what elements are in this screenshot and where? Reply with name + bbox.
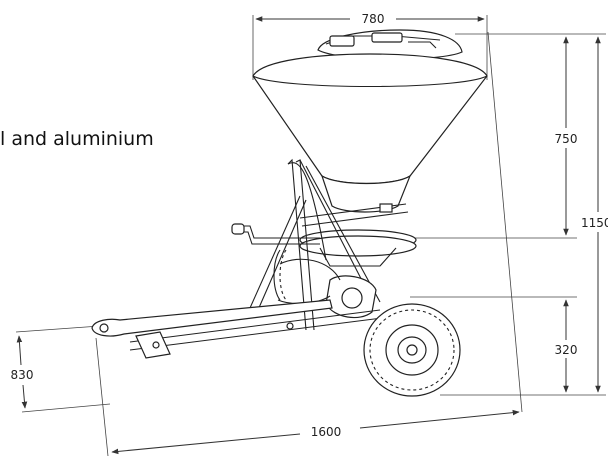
dim-axle-height: 320: [410, 296, 578, 393]
dim-label-1150: 1150: [581, 216, 608, 230]
dim-hitch-height: 830: [11, 325, 111, 413]
caption-text: l and aluminium: [0, 128, 154, 150]
wheel: [363, 303, 461, 397]
dim-top-width: 780: [252, 12, 488, 80]
hopper-lid: [317, 29, 463, 60]
dim-total-length: 1600: [95, 31, 523, 457]
second-wheel: [273, 249, 287, 301]
spreader-drawing: [91, 29, 488, 397]
dim-label-780: 780: [362, 12, 385, 26]
dim-label-830: 830: [11, 368, 34, 382]
control-lever: [231, 223, 320, 245]
spinner-disc: [299, 229, 417, 267]
gearbox: [277, 258, 377, 319]
dim-total-height: 1150: [440, 33, 608, 396]
frame: [249, 158, 409, 331]
dim-label-750: 750: [555, 132, 578, 146]
dim-label-320: 320: [555, 343, 578, 357]
drawbar: [91, 299, 383, 359]
dim-label-1600: 1600: [311, 425, 342, 439]
dim-hopper-height: 750: [415, 33, 578, 239]
hopper-bowl: [252, 53, 488, 213]
